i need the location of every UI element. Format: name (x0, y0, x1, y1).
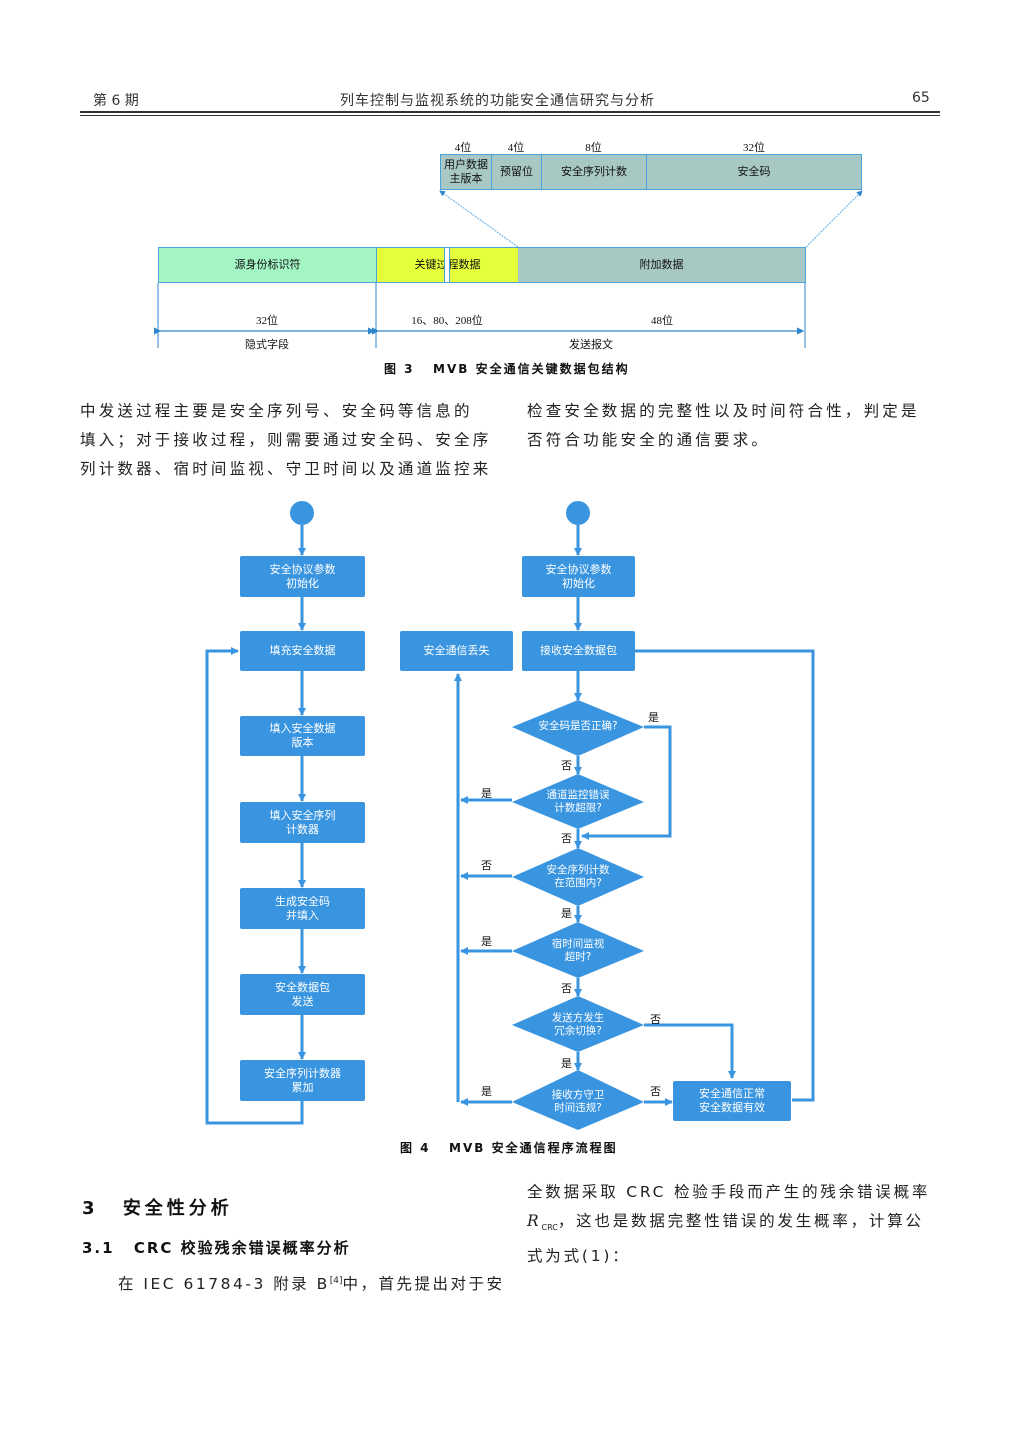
expand-line-left (439, 190, 519, 248)
decision-diamonds (512, 700, 644, 1130)
process-box: 填入安全数据 版本 (240, 716, 365, 756)
process-box: 安全序列计数器 累加 (240, 1060, 365, 1101)
citation: [4] (329, 1276, 343, 1286)
decision-diamond (512, 700, 644, 756)
loop-back-line (205, 647, 304, 1125)
symbol: R (527, 1212, 542, 1230)
branch-label: 是 (648, 711, 659, 724)
process-box: 生成安全码 并填入 (240, 888, 365, 929)
bits-label: 4位 (507, 142, 525, 154)
decision-text: 安全码是否正确? (538, 720, 618, 732)
field-label: 安全码 (737, 165, 771, 178)
branch-label: 是 (481, 1085, 492, 1098)
decision-diamond (512, 922, 644, 978)
branch-label: 否 (561, 759, 572, 772)
bits-label: 48位 (651, 315, 673, 327)
page-number: 65 (912, 90, 930, 106)
terminal-box-lost: 安全通信丢失 (400, 631, 513, 671)
branch-label: 否 (481, 859, 492, 872)
field-label: 源身份标识符 (234, 258, 301, 271)
decision-text: 接收方守卫 时间违规? (551, 1089, 605, 1114)
field-sequence-counter: 安全序列计数 (541, 154, 647, 190)
text: 在 IEC 61784-3 附录 B (118, 1275, 330, 1294)
subsection-number: 3.1 (82, 1239, 115, 1257)
text: 中，首先提出对于安 (342, 1275, 505, 1294)
header-rule-thin (80, 115, 940, 116)
span-label-implicit: 隐式字段 (245, 338, 289, 351)
field-safety-code: 安全码 (646, 154, 862, 190)
branch-label: 是 (561, 1057, 572, 1070)
text-line: 全数据采取 CRC 检验手段而产生的残余错误概率 (527, 1183, 931, 1201)
flowchart-lines (205, 501, 815, 1130)
bits-label: 32位 (256, 315, 278, 327)
text-line: 式为式(1)： (527, 1247, 631, 1266)
field-label: 安全序列计数 (561, 165, 627, 178)
decision-diamond (512, 996, 644, 1052)
text-line: 检查安全数据的完整性以及时间符合性，判定是 (527, 402, 920, 420)
decision-text: 发送方发生 冗余切换? (551, 1012, 605, 1037)
decision-text: 宿时间监视 超时? (551, 938, 605, 963)
branch-label: 否 (561, 982, 572, 995)
section-paragraph-right: 全数据采取 CRC 检验手段而产生的残余错误概率 RCRC，这也是数据完整性错误… (527, 1178, 947, 1271)
decision-diamond (512, 774, 644, 829)
subsection-heading: 3.1 CRC 校验残余错误概率分析 (82, 1237, 351, 1258)
issue-label: 第 6 期 (93, 93, 139, 109)
branch-label: 是 (561, 907, 572, 920)
figure-3-caption: 图 3 MVB 安全通信关键数据包结构 (384, 362, 630, 376)
text-line: RCRC，这也是数据完整性错误的发生概率，计算公 (527, 1207, 947, 1242)
section-heading: 3 安全性分析 (82, 1194, 233, 1220)
process-box: 安全协议参数 初始化 (240, 556, 365, 597)
section-title: 安全性分析 (122, 1198, 233, 1219)
decision-text: 安全序列计数 在范围内? (546, 864, 610, 889)
field-user-data-version: 用户数据 主版本 (440, 154, 492, 190)
bits-label: 8位 (585, 142, 602, 154)
process-box: 填入安全序列 计数器 (240, 802, 365, 843)
decision-text: 通道监控错误 计数超限? (546, 789, 610, 814)
text-line: 填入；对于接收过程，则需要通过安全码、安全序 (80, 431, 492, 449)
field-label: 附加数据 (639, 258, 684, 271)
expand-line-right (805, 190, 863, 248)
process-box: 安全数据包 发送 (240, 974, 365, 1015)
field-label: 预留位 (500, 165, 533, 178)
branch-label: 否 (561, 832, 572, 845)
header-rule (80, 111, 940, 113)
branch-label: 否 (650, 1013, 661, 1026)
bits-label: 16、80、208位 (411, 315, 483, 327)
section-number: 3 (82, 1198, 99, 1219)
process-box: 接收安全数据包 (522, 631, 635, 671)
text-line: 列计数器、宿时间监视、守卫时间以及通道监控来 (80, 460, 492, 478)
text: ，这也是数据完整性错误的发生概率，计算公 (557, 1212, 924, 1230)
start-node-send (290, 501, 314, 525)
field-label: 用户数据 主版本 (444, 158, 488, 185)
start-node-receive (566, 501, 590, 525)
text-line: 否符合功能安全的通信要求。 (527, 431, 771, 449)
field-additional-data: 附加数据 (518, 247, 806, 283)
text-line: 中发送过程主要是安全序列号、安全码等信息的 (80, 402, 473, 420)
field-reserved: 预留位 (491, 154, 542, 190)
subsection-title: CRC 校验残余错误概率分析 (133, 1239, 351, 1257)
running-title: 列车控制与监视系统的功能安全通信研究与分析 (340, 93, 655, 109)
bits-label: 4位 (454, 142, 472, 154)
span-label-sent: 发送报文 (569, 338, 613, 351)
branch-label: 否 (650, 1085, 661, 1098)
terminal-box-ok: 安全通信正常 安全数据有效 (673, 1081, 791, 1121)
decision-diamond (512, 848, 644, 906)
process-box: 安全协议参数 初始化 (522, 556, 635, 597)
symbol-subscript: CRC (541, 1223, 558, 1233)
field-key-process-data: 关键过程数据 (376, 247, 519, 283)
paragraph-left: 中发送过程主要是安全序列号、安全码等信息的 填入；对于接收过程，则需要通过安全码… (80, 397, 500, 484)
branch-label: 是 (481, 787, 492, 800)
field-source-id: 源身份标识符 (158, 247, 377, 283)
figure-3-connectors (154, 190, 863, 348)
paragraph-right: 检查安全数据的完整性以及时间符合性，判定是 否符合功能安全的通信要求。 (527, 397, 947, 455)
break-mark (444, 248, 450, 282)
process-box: 填充安全数据 (240, 631, 365, 671)
section-paragraph-left: 在 IEC 61784-3 附录 B[4]中，首先提出对于安 (118, 1267, 505, 1299)
decision-diamond (512, 1070, 644, 1130)
bits-label: 32位 (743, 142, 765, 154)
branch-label: 是 (481, 935, 492, 948)
figure-4-caption: 图 4 MVB 安全通信程序流程图 (400, 1141, 618, 1155)
